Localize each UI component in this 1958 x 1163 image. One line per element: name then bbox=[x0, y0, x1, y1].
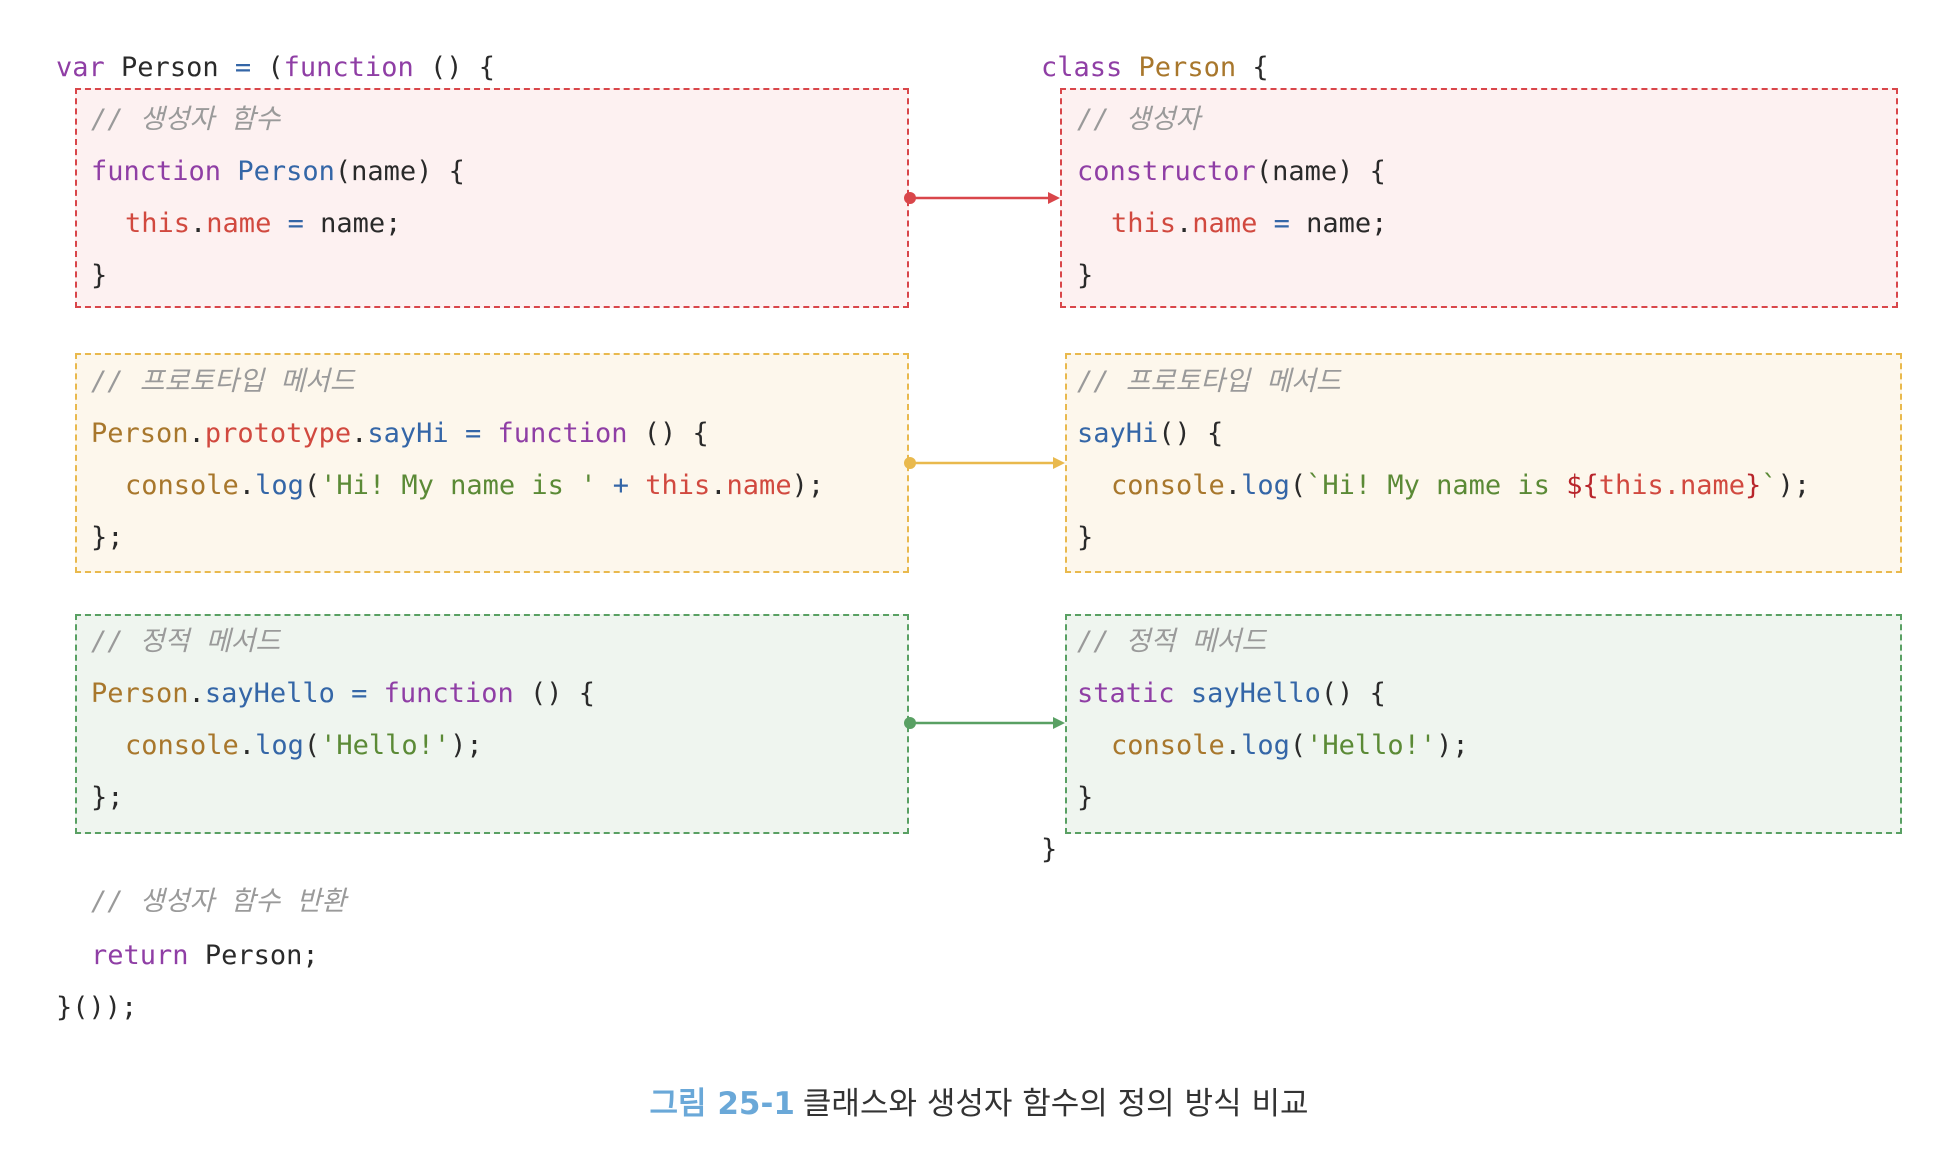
left-static-line2: console.log('Hello!'); bbox=[125, 730, 483, 761]
left-static-line3: }; bbox=[91, 782, 124, 813]
right-prototype-comment: // 프로토타입 메서드 bbox=[1077, 366, 1341, 397]
right-constructor-line3: } bbox=[1077, 260, 1094, 291]
left-prototype-line1: Person.prototype.sayHi = function () { bbox=[91, 418, 709, 449]
left-constructor-box bbox=[75, 88, 909, 308]
prototype-arrow bbox=[904, 457, 1065, 469]
right-static-line1: static sayHello() { bbox=[1077, 678, 1386, 709]
left-static-line1: Person.sayHello = function () { bbox=[91, 678, 595, 709]
right-constructor-comment: // 생성자 bbox=[1077, 104, 1201, 135]
static-arrow bbox=[904, 717, 1065, 729]
right-prototype-box bbox=[1065, 353, 1902, 573]
left-constructor-line3: } bbox=[91, 260, 108, 291]
left-prototype-line2: console.log('Hi! My name is ' + this.nam… bbox=[125, 470, 825, 501]
right-prototype-line3: } bbox=[1077, 522, 1094, 553]
constructor-arrow bbox=[904, 192, 1060, 204]
figure-label: 그림 25-1 bbox=[649, 1086, 795, 1122]
right-static-box bbox=[1065, 614, 1902, 834]
right-constructor-line1: constructor(name) { bbox=[1077, 156, 1386, 187]
right-constructor-line2: this.name = name; bbox=[1111, 208, 1388, 239]
left-prototype-comment: // 프로토타입 메서드 bbox=[91, 366, 355, 397]
left-prototype-line3: }; bbox=[91, 522, 124, 553]
right-footer-line: } bbox=[1041, 834, 1058, 865]
left-static-comment: // 정적 메서드 bbox=[91, 626, 281, 657]
right-static-line3: } bbox=[1077, 782, 1094, 813]
left-constructor-line1: function Person(name) { bbox=[91, 156, 465, 187]
right-static-line2: console.log('Hello!'); bbox=[1111, 730, 1469, 761]
left-footer-line: }()); bbox=[56, 992, 138, 1023]
left-prototype-box bbox=[75, 353, 909, 573]
right-constructor-box bbox=[1060, 88, 1898, 308]
right-static-comment: // 정적 메서드 bbox=[1077, 626, 1267, 657]
left-constructor-line2: this.name = name; bbox=[125, 208, 402, 239]
right-prototype-line2: console.log(`Hi! My name is ${this.name}… bbox=[1111, 470, 1811, 501]
left-static-box bbox=[75, 614, 909, 834]
left-header-line: var Person = (function () { bbox=[56, 52, 495, 83]
left-return-comment: // 생성자 함수 반환 bbox=[91, 886, 347, 917]
figure-caption-text: 클래스와 생성자 함수의 정의 방식 비교 bbox=[802, 1086, 1309, 1122]
right-header-line: class Person { bbox=[1041, 52, 1269, 83]
left-return-line: return Person; bbox=[91, 940, 319, 971]
left-constructor-comment: // 생성자 함수 bbox=[91, 104, 281, 135]
right-prototype-line1: sayHi() { bbox=[1077, 418, 1224, 449]
